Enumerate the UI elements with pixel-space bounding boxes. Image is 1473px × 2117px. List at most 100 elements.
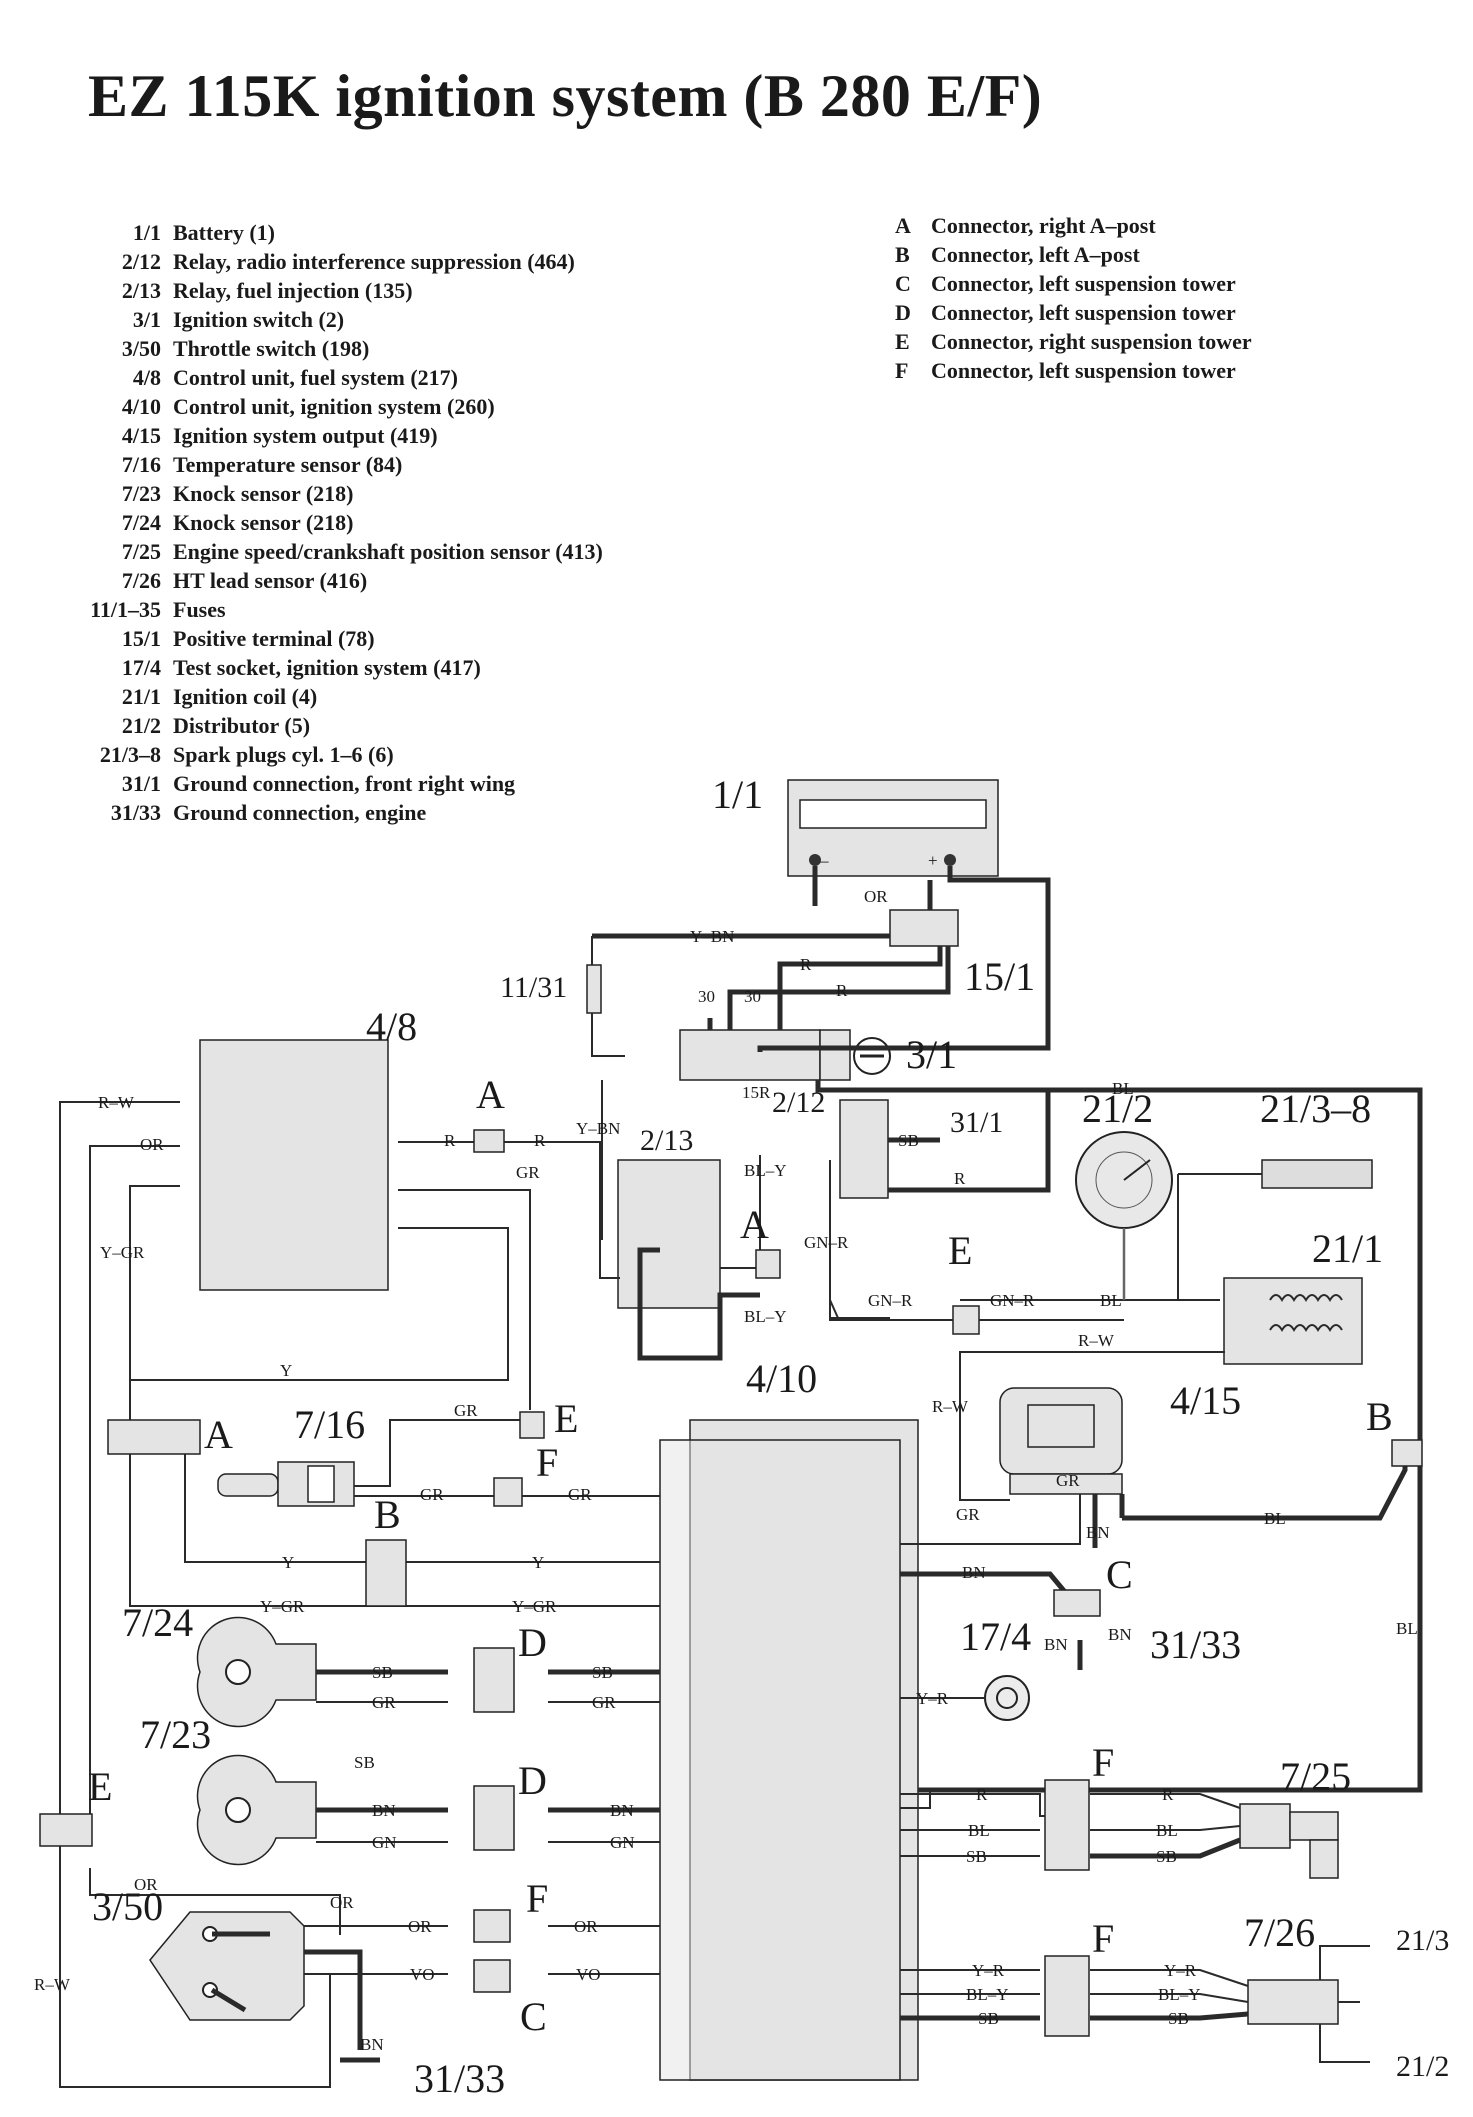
wire-label-bl-y1: BL–Y bbox=[744, 1161, 787, 1180]
distributor bbox=[1075, 1131, 1173, 1229]
component-legend-label: Relay, radio interference suppression (4… bbox=[173, 249, 575, 274]
component-legend-code: 21/1 bbox=[121, 684, 161, 709]
wire-label-bl3: BL bbox=[1264, 1509, 1286, 1528]
ignition-coil bbox=[1223, 1277, 1363, 1365]
wire-label-or5: OR bbox=[408, 1917, 432, 1936]
connector-letter-c1: C bbox=[1106, 1552, 1133, 1597]
terminal-30-a: 30 bbox=[698, 987, 715, 1006]
wire-label-or4: OR bbox=[330, 1893, 354, 1912]
label-knock-7-23: 7/23 bbox=[140, 1712, 211, 1757]
component-legend-code: 7/23 bbox=[121, 481, 161, 506]
component-legend-label: Spark plugs cyl. 1–6 (6) bbox=[173, 742, 394, 767]
wire-label-or2: OR bbox=[140, 1135, 164, 1154]
label-relay-2-13: 2/13 bbox=[640, 1124, 693, 1157]
wire-label-vo1: VO bbox=[410, 1965, 435, 1984]
label-spark-plug-21-3: 21/3 bbox=[1396, 1924, 1449, 1957]
label-throttle-switch: 3/50 bbox=[92, 1884, 163, 1929]
component-legend-code: 3/1 bbox=[132, 307, 161, 332]
label-knock-7-24: 7/24 bbox=[122, 1600, 193, 1645]
wire-label-sb2: SB bbox=[372, 1663, 393, 1682]
wire-label-sb3: SB bbox=[592, 1663, 613, 1682]
wire-label-sb8: SB bbox=[1168, 2009, 1189, 2028]
wire-label-bl5: BL bbox=[968, 1821, 990, 1840]
throttle-switch bbox=[149, 1911, 305, 2021]
connector-legend-code: E bbox=[895, 329, 910, 354]
wire-label-bl-y3: BL–Y bbox=[966, 1985, 1009, 2004]
wires bbox=[59, 866, 1423, 2088]
component-legend-row: 21/3–8 Spark plugs cyl. 1–6 (6) bbox=[50, 740, 603, 769]
wire-label-bl-y2: BL–Y bbox=[744, 1307, 787, 1326]
temperature-sensor bbox=[217, 1461, 355, 1507]
component-legend-label: Fuses bbox=[173, 597, 226, 622]
label-ignition-control-unit: 4/10 bbox=[746, 1356, 817, 1401]
component-legend-code: 2/12 bbox=[121, 249, 161, 274]
wire-label-gr5: GR bbox=[956, 1505, 980, 1524]
wire-label-sb4: SB bbox=[354, 1753, 375, 1772]
component-legend-label: Knock sensor (218) bbox=[173, 510, 354, 535]
label-ground-31-33: 31/33 bbox=[1150, 1622, 1241, 1667]
wire-label-r2: R bbox=[836, 981, 848, 1000]
wire-label-or: OR bbox=[864, 887, 888, 906]
wire-label-y1: Y bbox=[280, 1361, 292, 1380]
terminal-15r: 15R bbox=[742, 1083, 771, 1102]
component-legend-code: 4/10 bbox=[121, 394, 161, 419]
component-legend-label: Relay, fuel injection (135) bbox=[173, 278, 413, 303]
wire-label-y-r3: Y–R bbox=[1164, 1961, 1197, 1980]
component-legend-label: Knock sensor (218) bbox=[173, 481, 354, 506]
component-legend-row: 2/13 Relay, fuel injection (135) bbox=[50, 276, 603, 305]
connector-letter-b2: B bbox=[1366, 1394, 1393, 1439]
component-legend-code: 17/4 bbox=[121, 655, 161, 680]
component-legend-code: 4/15 bbox=[121, 423, 161, 448]
wire-label-r-w3: R–W bbox=[932, 1397, 969, 1416]
page-title: EZ 115K ignition system (B 280 E/F) bbox=[88, 63, 1043, 129]
crankshaft-sensor bbox=[1239, 1803, 1339, 1879]
wire-label-gr2: GR bbox=[454, 1401, 478, 1420]
wire-label-y-bn: Y–BN bbox=[690, 927, 734, 946]
component-legend-code: 21/3–8 bbox=[99, 742, 161, 767]
terminal-30-b: 30 bbox=[744, 987, 761, 1006]
component-legend-code: 15/1 bbox=[121, 626, 161, 651]
component-legend-code: 21/2 bbox=[121, 713, 161, 738]
wire-label-gn-r1: GN–R bbox=[804, 1233, 849, 1252]
wire-label-y-bn2: Y–BN bbox=[576, 1119, 620, 1138]
wire-label-bl1: BL bbox=[1112, 1079, 1134, 1098]
label-positive-terminal: 15/1 bbox=[964, 954, 1035, 999]
component-legend-label: Engine speed/crankshaft position sensor … bbox=[173, 539, 603, 564]
wire-label-bn4: BN bbox=[1108, 1625, 1132, 1644]
component-legend-label: Ignition switch (2) bbox=[173, 307, 345, 332]
component-legend-code: 11/1–35 bbox=[90, 597, 161, 622]
wire-label-y-r1: Y–R bbox=[916, 1689, 949, 1708]
component-legend-code: 2/13 bbox=[121, 278, 161, 303]
spark-plug bbox=[1178, 1159, 1373, 1189]
component-legend-code: 7/25 bbox=[121, 539, 161, 564]
component-legend-row: 11/1–35 Fuses bbox=[50, 595, 603, 624]
wire-label-bl-y4: BL–Y bbox=[1158, 1985, 1201, 2004]
component-legend-label: Ignition system output (419) bbox=[173, 423, 438, 448]
interference-relay bbox=[839, 1099, 889, 1199]
wire-label-r1: R bbox=[800, 955, 812, 974]
wire-label-gn-r3: GN–R bbox=[990, 1291, 1035, 1310]
knock-sensor-7-23 bbox=[196, 1754, 317, 1866]
component-legend-code: 31/33 bbox=[110, 800, 161, 825]
connector-legend-code: F bbox=[895, 358, 909, 383]
ignition-switch bbox=[679, 1029, 891, 1081]
connector-letter-c2: C bbox=[520, 1994, 547, 2039]
connector-letter-a3: A bbox=[204, 1412, 233, 1457]
component-legend-row: 7/23 Knock sensor (218) bbox=[50, 479, 603, 508]
wire-label-r6: R bbox=[976, 1785, 988, 1804]
component-legend-label: Battery (1) bbox=[173, 220, 276, 245]
component-legend-code: 3/50 bbox=[121, 336, 161, 361]
connector-letter-f3: F bbox=[526, 1876, 548, 1921]
ignition-output-module bbox=[999, 1387, 1123, 1495]
